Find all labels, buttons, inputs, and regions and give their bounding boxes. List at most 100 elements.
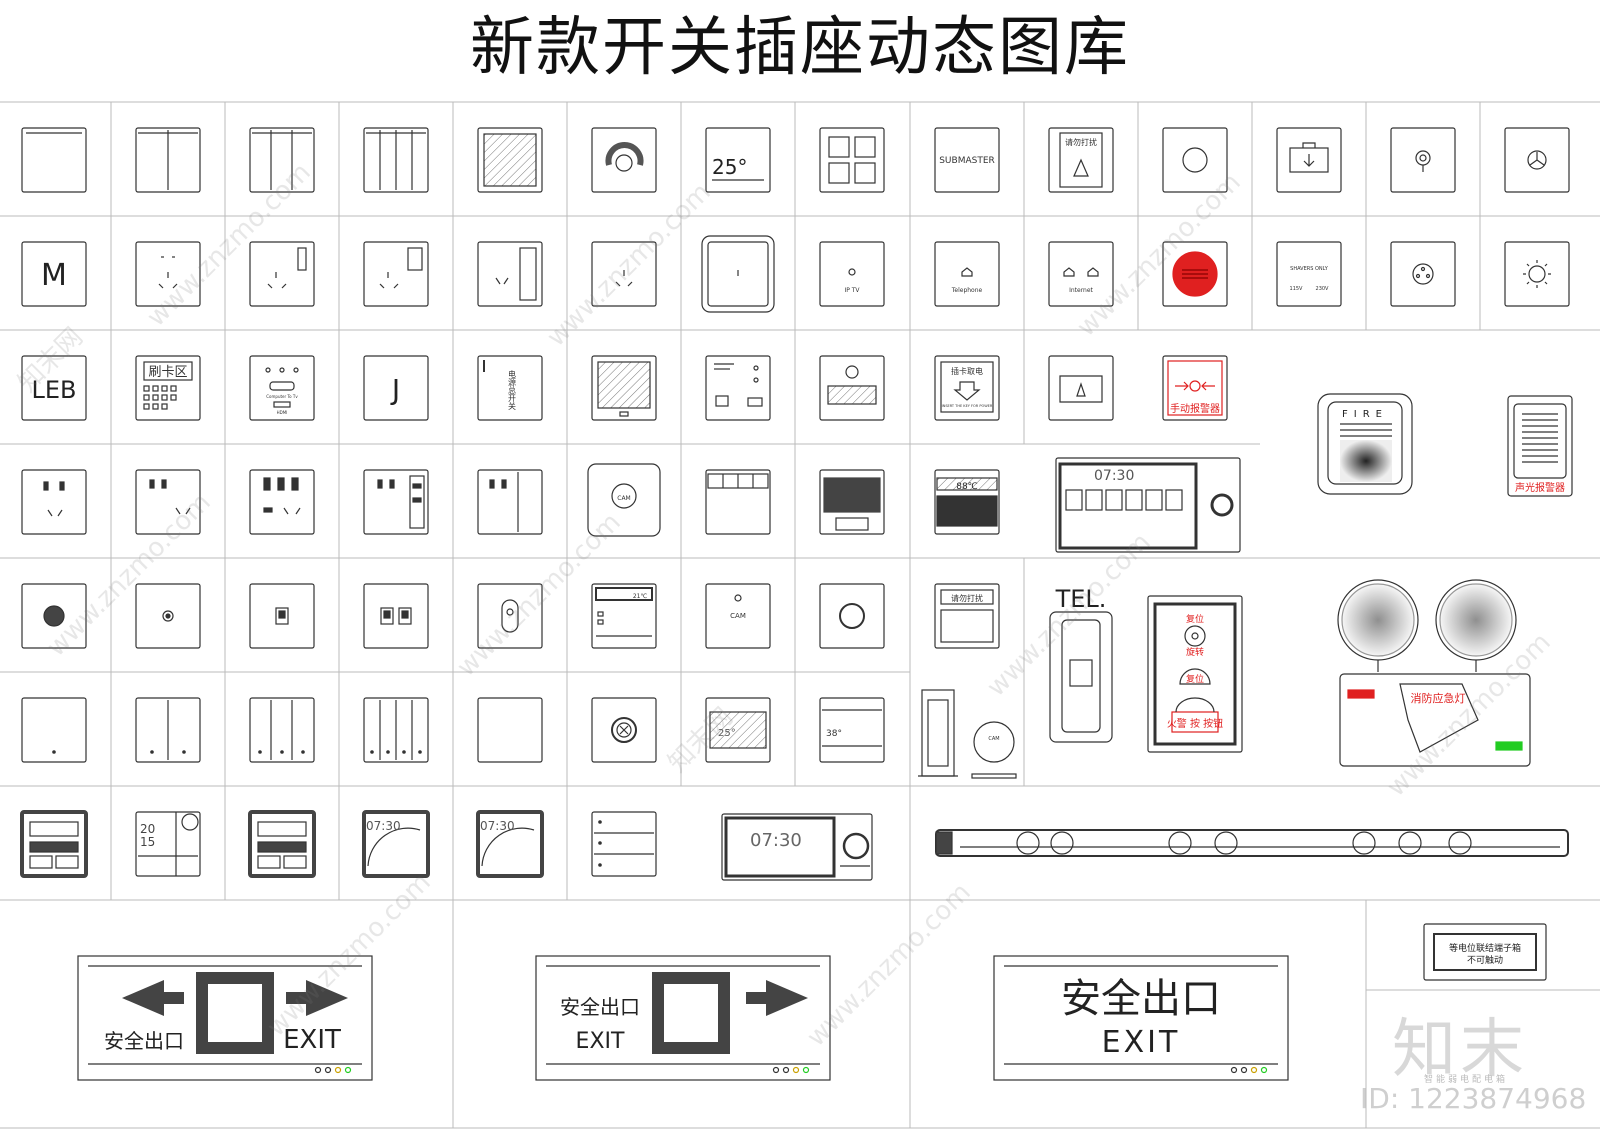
exit-en-1: EXIT xyxy=(283,1025,341,1055)
ring-panel xyxy=(819,583,885,649)
cam-multi-label: CAM xyxy=(730,612,746,620)
card-power-en-label: INSERT THE KEY FOR POWER xyxy=(942,404,993,408)
telephone-handset xyxy=(1049,611,1113,743)
touch-3 xyxy=(249,697,315,763)
socket-switch-right xyxy=(477,469,543,535)
socket-offset xyxy=(135,469,201,535)
date-panel xyxy=(135,811,201,877)
thermo-38-panel xyxy=(819,697,885,763)
blank-panel xyxy=(477,697,543,763)
card-power-label: 插卡取电 xyxy=(951,366,983,376)
clock-time-2: 07:30 xyxy=(480,819,515,833)
sound-light-label: 声光报警器 xyxy=(1515,481,1565,494)
exit-sign-text xyxy=(993,955,1289,1081)
doorbell-panel xyxy=(1048,355,1114,421)
date-20: 20 xyxy=(140,822,155,836)
telephone-socket xyxy=(934,241,1000,307)
internet-socket xyxy=(1048,241,1114,307)
thermo-display-panel xyxy=(591,583,657,649)
v115-label: 115V xyxy=(1290,286,1304,292)
row-5 xyxy=(21,579,1531,767)
page-title: 新款开关插座动态图库 xyxy=(470,11,1130,85)
card-holder-panel xyxy=(1276,127,1342,193)
cam-socket xyxy=(587,463,661,537)
exit-cn-3: 安全出口 xyxy=(1061,976,1221,1022)
socket-wide-switch xyxy=(363,241,429,307)
leb-panel xyxy=(21,355,87,421)
lcd-panel-1 xyxy=(20,810,88,878)
equipotential-box xyxy=(1423,923,1547,981)
rocker-2 xyxy=(363,583,429,649)
fire-alarm-bell xyxy=(1317,393,1413,495)
card-power-panel xyxy=(934,355,1000,421)
fan-switch-panel xyxy=(1504,127,1570,193)
main-power-switch xyxy=(477,355,543,421)
dark-panel-hotel xyxy=(819,469,885,535)
switch-4-gang xyxy=(363,127,429,193)
cam-multi-panel xyxy=(705,583,771,649)
multi-hole-socket xyxy=(1390,241,1456,307)
temp-control-dark xyxy=(934,469,1000,535)
emergency-light xyxy=(1337,579,1531,767)
temp-88-label: 88℃ xyxy=(956,482,978,492)
dnd-text: 请勿打扰 xyxy=(1065,137,1097,147)
telephone-label: Telephone xyxy=(951,287,983,294)
please-clean-panel xyxy=(934,583,1000,649)
speaker-hatched-panel xyxy=(819,355,885,421)
do-not-touch-label: 不可触动 xyxy=(1467,954,1503,966)
exit-en-2: EXIT xyxy=(576,1029,625,1054)
temp-25b-label: 25° xyxy=(718,728,736,739)
multi-button-panel xyxy=(705,469,771,535)
touch-3-horizontal xyxy=(591,811,657,877)
manual-alarm-label: 手动报警器 xyxy=(1170,402,1220,415)
wide-clock-time: 07:30 xyxy=(750,830,802,851)
temp-38-label: 38° xyxy=(826,729,842,739)
rotate-label: 旋转 xyxy=(1186,646,1204,658)
lcd-panel-2 xyxy=(248,810,316,878)
exit-cn-1: 安全出口 xyxy=(104,1029,184,1053)
brand-logo: 知末 xyxy=(1392,1013,1528,1087)
socket-long-switch xyxy=(477,241,543,307)
card-zone-label: 刷卡区 xyxy=(148,365,187,380)
iptv-socket xyxy=(819,241,885,307)
spiral-knob-panel xyxy=(1390,127,1456,193)
image-id-label: ID: 1223874968 xyxy=(1360,1082,1587,1115)
hdmi-label: HDMI xyxy=(277,410,288,415)
exit-cn-2: 安全出口 xyxy=(560,995,640,1019)
emergency-light-label: 消防应急灯 xyxy=(1411,691,1466,705)
m-switch xyxy=(21,241,87,307)
switch-3-gang xyxy=(249,127,315,193)
thermostat-temp: 25° xyxy=(712,155,747,179)
date-15: 15 xyxy=(140,835,155,849)
manual-alarm-panel xyxy=(1162,355,1228,421)
clock-time-1: 07:30 xyxy=(366,819,401,833)
thermo-21-label: 21℃ xyxy=(633,593,648,600)
parquet-panel xyxy=(477,127,543,193)
cam-label: CAM xyxy=(617,495,630,502)
smart-panel-wide xyxy=(721,813,873,881)
tel-label: TEL. xyxy=(1055,585,1107,613)
leb-label: LEB xyxy=(32,376,77,404)
please-clean-label: 请勿打扰 xyxy=(951,593,983,603)
hatched-thermo-panel xyxy=(705,697,771,763)
sound-light-alarm xyxy=(1507,395,1573,497)
submaster-text: SUBMASTER xyxy=(939,156,995,166)
shavers-label: SHAVERS ONLY xyxy=(1290,266,1329,272)
internet-label: Internet xyxy=(1069,287,1093,294)
coax-socket xyxy=(135,583,201,649)
switch-1-gang xyxy=(21,127,87,193)
grid-lines xyxy=(0,101,1600,1129)
fire-alarm-btn-label: 火警 按 按钮 xyxy=(1167,717,1223,730)
touch-1 xyxy=(21,697,87,763)
dnd-doorbell-panel xyxy=(1048,127,1114,193)
exit-en-3: EXIT xyxy=(1102,1025,1181,1060)
speaker-panel xyxy=(21,583,87,649)
red-alarm-panel xyxy=(1162,241,1228,307)
socket-plain xyxy=(591,241,657,307)
power-main-label: 电源总开关 xyxy=(508,369,517,411)
reset-label-2: 复位 xyxy=(1186,673,1204,685)
hatched-screen-panel xyxy=(591,355,657,421)
socket-switch xyxy=(249,241,315,307)
thermostat-panel xyxy=(705,127,771,193)
touch-2 xyxy=(135,697,201,763)
